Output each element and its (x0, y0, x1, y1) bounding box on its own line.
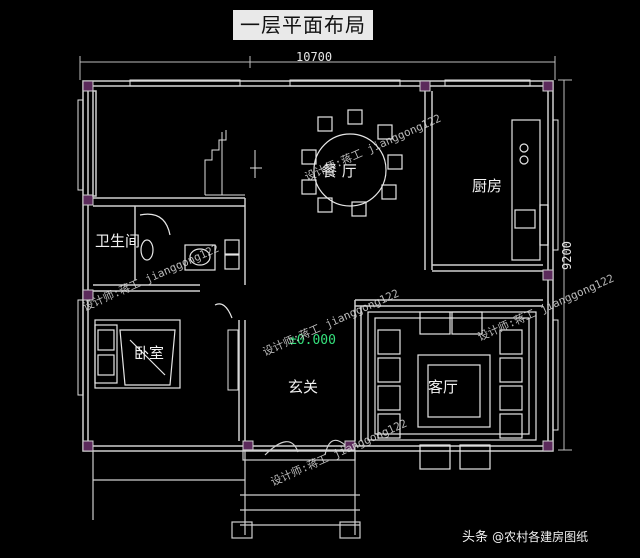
dining-set (301, 109, 403, 217)
dimension-lines (79, 56, 572, 451)
living-room-furniture (367, 311, 537, 470)
staircase (204, 130, 262, 196)
side-windows (77, 99, 559, 431)
bedroom-bed (94, 303, 233, 389)
front-porch (92, 439, 361, 539)
room-label-living: 客厅 (428, 378, 459, 396)
plan-title: 一层平面布局 (233, 10, 373, 40)
source-credit: 头条 @农村各建房图纸 (462, 526, 588, 545)
elevation-marker: ±0.000 (289, 333, 336, 348)
kitchen-counter (511, 119, 549, 261)
credit-handle: @农村各建房图纸 (492, 530, 589, 544)
room-label-kitchen: 厨房 (472, 177, 503, 195)
room-label-foyer: 玄关 (288, 378, 319, 396)
interior-walls (92, 90, 543, 441)
wall-pillars (82, 80, 554, 452)
room-label-bedroom: 卧室 (134, 344, 165, 362)
credit-prefix: 头条 (462, 530, 489, 545)
bathroom-fixtures (139, 213, 240, 271)
room-label-dining: 餐 厅 (322, 162, 357, 180)
top-windows (129, 79, 531, 87)
room-label-bathroom: 卫生间 (95, 232, 141, 250)
depth-dimension: 9200 (560, 241, 574, 270)
width-dimension: 10700 (296, 50, 333, 64)
